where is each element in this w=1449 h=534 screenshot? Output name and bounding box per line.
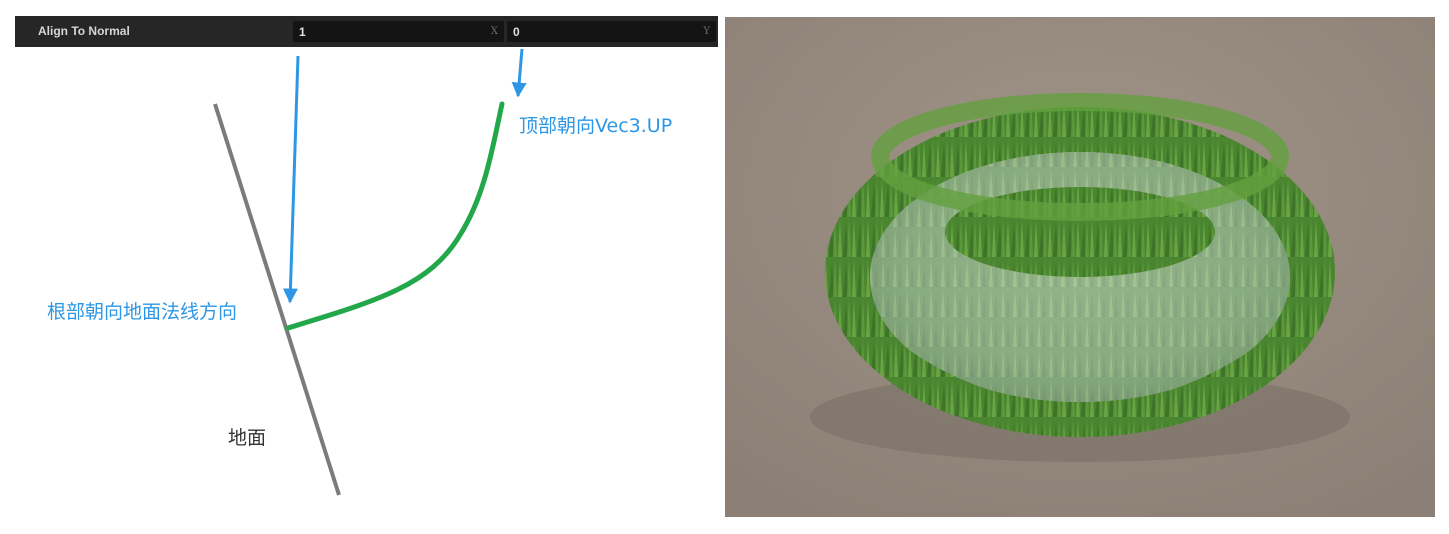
x-value-input[interactable]: [293, 21, 504, 42]
y-axis-label: Y: [703, 26, 710, 37]
diagram-canvas: [213, 48, 527, 496]
y-value-field[interactable]: Y: [507, 21, 716, 42]
grass-torus-image: [725, 17, 1435, 517]
property-label: Align To Normal: [38, 24, 130, 38]
grass-torus-render: [725, 17, 1435, 517]
root-arrow: [282, 55, 300, 304]
x-value-field[interactable]: X: [293, 21, 504, 42]
root-direction-label: 根部朝向地面法线方向: [47, 301, 238, 323]
top-direction-label: 顶部朝向Vec3.UP: [519, 115, 673, 137]
top-arrow: [511, 48, 527, 98]
ground-line: [213, 103, 341, 496]
y-value-input[interactable]: [507, 21, 716, 42]
grass-blade-curve: [285, 101, 505, 331]
x-axis-label: X: [490, 26, 498, 37]
ground-label: 地面: [228, 427, 267, 449]
align-to-normal-property: Align To Normal X Y: [15, 16, 718, 47]
alignment-diagram: 顶部朝向Vec3.UP 根部朝向地面法线方向 地面: [0, 0, 720, 534]
